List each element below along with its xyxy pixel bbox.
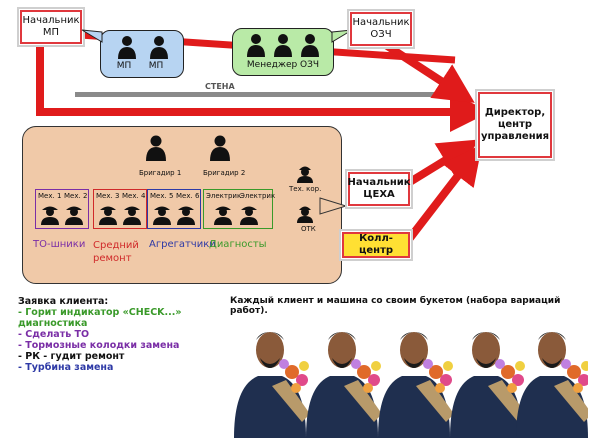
- caption-aggregate: Агрегатчики: [149, 239, 216, 250]
- arrow-mp-to-director: [36, 45, 490, 132]
- ozch-people-icons: [247, 34, 319, 57]
- tech-worker-icon: [297, 166, 313, 183]
- shop-area: Бригадир 1 Бригадир 2 Тех. кор. ОТК Мех.…: [22, 126, 342, 284]
- group-aggregate-workers-icon: [153, 206, 195, 225]
- wall-bar: [75, 92, 465, 97]
- caption-diag: Диагносты: [209, 239, 267, 250]
- caption-repair: Средний ремонт: [93, 240, 139, 264]
- group-to-workers-icon: [41, 206, 83, 225]
- arrow-callcenter-to-director: [406, 144, 483, 241]
- client-figure-icon: [234, 332, 310, 438]
- group-aggregate: Мех. 5 Мех. 6: [147, 189, 201, 229]
- request-item-4: - РК - гудит ремонт: [18, 351, 125, 362]
- head-mp-box: Начальник МП: [20, 10, 82, 44]
- otk-label: ОТК: [301, 225, 316, 233]
- call-center-box: Колл-центр: [342, 232, 410, 258]
- brigadier2-label: Бригадир 2: [203, 169, 246, 177]
- request-item-2: - Сделать ТО: [18, 329, 90, 340]
- client-figure-icon: [516, 332, 588, 438]
- mp-label-1: МП: [116, 61, 132, 71]
- tech-label: Тех. кор.: [289, 185, 322, 193]
- head-ozch-box: Начальник ОЗЧ: [350, 12, 412, 46]
- group-to-label-1: Мех. 1: [38, 192, 62, 200]
- group-repair-label-2: Мех. 4: [122, 192, 146, 200]
- mp-label-2: МП: [148, 61, 164, 71]
- request-item-5: - Турбина замена: [18, 362, 114, 373]
- client-figure-icon: [378, 332, 454, 438]
- group-diag-label-2: Электрик: [240, 192, 276, 200]
- brigadier1-icon: [146, 135, 166, 161]
- client-figure-icon: [306, 332, 382, 438]
- request-item-3: - Тормозные колодки замена: [18, 340, 180, 351]
- director-box: Директор, центр управления: [478, 92, 552, 158]
- group-aggregate-label-1: Мех. 5: [150, 192, 174, 200]
- clients-with-bouquets: [234, 332, 588, 438]
- group-diag-label-1: Электрик: [206, 192, 242, 200]
- brigadier2-icon: [210, 135, 230, 161]
- ozch-label: Менеджер ОЗЧ: [246, 60, 320, 70]
- group-aggregate-label-2: Мех. 6: [176, 192, 200, 200]
- bouquet-caption: Каждый клиент и машина со своим букетом …: [230, 296, 561, 316]
- mp-people-icons: [118, 36, 168, 59]
- shop-bubble-tail: [319, 197, 348, 215]
- client-figure-icon: [450, 332, 526, 438]
- group-to: Мех. 1 Мех. 2: [35, 189, 89, 229]
- caption-to: ТО-шники: [33, 239, 86, 250]
- ozch-bubble-tail: [331, 29, 353, 43]
- ozch-bubble: Менеджер ОЗЧ: [232, 28, 334, 76]
- group-repair: Мех. 3 Мех. 4: [93, 189, 147, 229]
- client-request-title: Заявка клиента:: [18, 296, 109, 307]
- group-diag-workers-icon: [214, 206, 258, 225]
- group-repair-label-1: Мех. 3: [96, 192, 120, 200]
- mp-bubble-tail: [81, 29, 103, 43]
- group-to-label-2: Мех. 2: [64, 192, 88, 200]
- wall-label: СТЕНА: [205, 82, 235, 91]
- otk-worker-icon: [297, 206, 313, 223]
- client-request: Заявка клиента: - Горит индикатор «CHECK…: [18, 296, 233, 373]
- head-shop-box: Начальник ЦЕХА: [347, 172, 411, 206]
- group-diag: Электрик Электрик: [203, 189, 276, 229]
- group-repair-workers-icon: [99, 206, 141, 225]
- brigadier1-label: Бригадир 1: [139, 169, 182, 177]
- mp-bubble: МП МП: [100, 30, 184, 78]
- arrow-ozch-to-director: [372, 34, 475, 103]
- request-item-1: - Горит индикатор «CHECK...» диагностика: [18, 307, 182, 329]
